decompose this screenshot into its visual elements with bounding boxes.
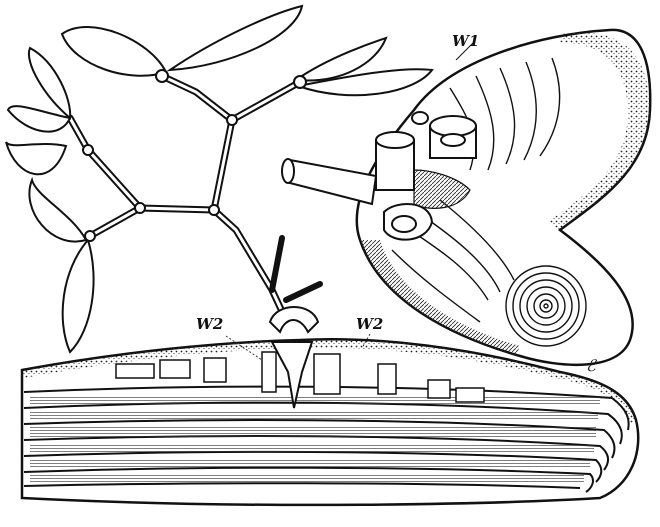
label-w2-right: W2 (356, 317, 383, 332)
label-w2-left: W2 (196, 317, 223, 332)
engraver-signature: ℰ (586, 356, 596, 375)
host-branch-section (22, 339, 638, 505)
label-w1: W1 (452, 34, 479, 49)
